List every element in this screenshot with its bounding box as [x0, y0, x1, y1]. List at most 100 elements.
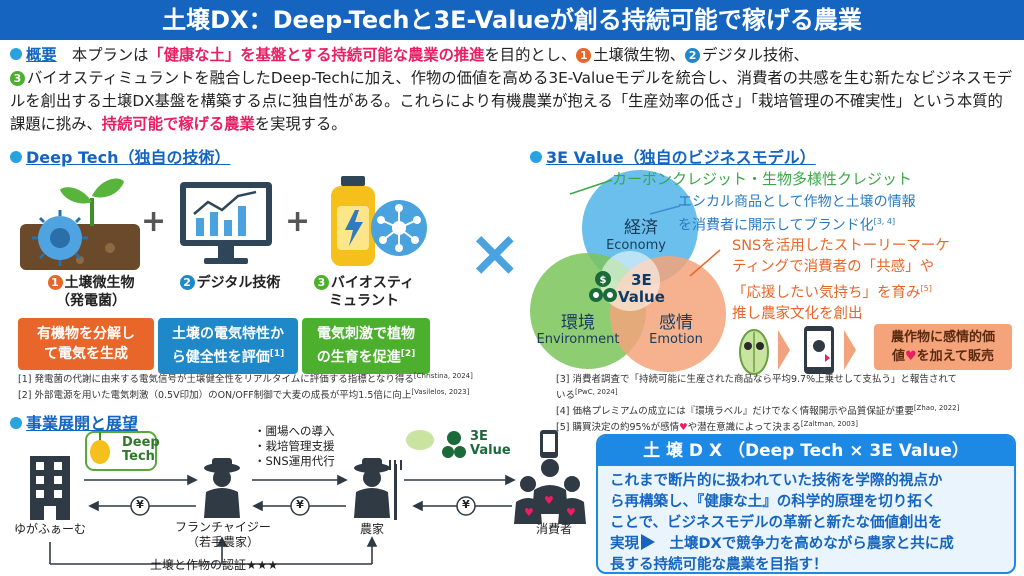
value-chain-graphic	[739, 326, 856, 375]
note-orange: SNSを活用したストーリーマーケティングで消費者の「共感」や「応援したい気持ち」…	[732, 236, 950, 325]
box-line: を加えて販売	[916, 349, 995, 364]
ref-cite: [Vasilelos, 2023]	[411, 388, 470, 397]
svg-text:$: $	[600, 275, 607, 286]
note-line: を消費者に開示してブランド化	[678, 217, 874, 234]
bullet-icon	[10, 417, 22, 429]
number-three-icon: 3	[313, 275, 329, 290]
dx-line: ら再構築し、『健康な土』の科学的原理を切り拓く	[610, 494, 937, 510]
desc-line: 電気刺激で植物	[317, 326, 415, 342]
svg-text:♥: ♥	[566, 506, 576, 519]
value3e-references: [3] 消費者調査で「持続可能に生産された商品なら平均9.7%上乗せして支払う」…	[556, 374, 1020, 434]
actor-line: （若手農家）	[186, 535, 259, 549]
box-line: 値	[891, 349, 905, 364]
overview-highlight: 持続可能で稼げる農業	[101, 115, 255, 133]
number-one-icon: 1	[576, 48, 592, 63]
arrow-icon	[778, 330, 790, 370]
yen-icon: ¥	[462, 498, 470, 511]
dx-line: これまで断片的に扱われていた技術を学際的視点か	[610, 473, 943, 489]
value3e-title: 3E Value（独自のビジネスモデル）	[546, 148, 816, 167]
value3e-logo-icon	[406, 430, 466, 458]
deeptech-title: Deep Tech（独自の技術）	[26, 148, 231, 167]
note-green: カーボンクレジット・生物多様性クレジット	[612, 170, 913, 188]
dx-summary-box: 土 壌 D X （Deep Tech × 3E Value） これまで断片的に扱…	[596, 434, 1016, 574]
yen-icon: ¥	[296, 498, 304, 511]
overview-text: 土壌微生物、	[593, 46, 686, 64]
ref-text: [2] 外部電源を用いた電気刺激（0.5V印加）のON/OFF制御で大麦の成長が…	[18, 390, 412, 402]
ref-cite: [PwC, 2024]	[575, 388, 618, 396]
venn-diagram	[530, 170, 726, 372]
annotation-lines	[569, 179, 721, 277]
desc-line: 土壌の電気特性か	[172, 326, 284, 342]
deeptech-heading: Deep Tech（独自の技術）	[10, 144, 231, 168]
svg-text:♥: ♥	[524, 506, 534, 519]
number-three-icon: 3	[10, 71, 25, 86]
environment-label-jp: 環境	[561, 313, 595, 333]
note-blue: エシカル商品として作物と土壌の情報を消費者に開示してブランド化[3, 4]	[678, 192, 916, 236]
service-item: ・栽培管理支援	[254, 439, 335, 453]
arrow-right-icon	[641, 534, 655, 550]
bullet-icon	[10, 151, 22, 163]
overview-text: バイオスティミュラントを融合したDeep-Techに加え、作物の価値を高める3E…	[10, 69, 1013, 133]
plus-sign: +	[285, 204, 311, 239]
desc-line: ら健全性を評価	[171, 349, 270, 366]
overview-text: 本プランは	[56, 46, 149, 64]
cross-sign: ×	[468, 217, 522, 291]
dx-line: ことで、ビジネスモデルの革新と新たな価値創出を	[610, 515, 943, 531]
heart-icon: ♥	[679, 422, 688, 434]
box-line: 農作物に感情的価	[890, 330, 995, 345]
ref-text: [5] 購買決定の約95%が感情	[556, 422, 680, 434]
dx-text: 実現	[610, 536, 639, 552]
actor-consumer: 消費者	[535, 522, 572, 536]
services-list: ・圃場への導入 ・栽培管理支援 ・SNS運用代行	[254, 424, 335, 469]
yen-icon: ¥	[136, 498, 144, 511]
deeptech-item-1-desc: 有機物を分解して電気を生成	[18, 318, 154, 370]
desc-line: て電気を生成	[44, 346, 128, 362]
emotion-label-en: Emotion	[649, 332, 703, 347]
plus-sign: +	[141, 204, 167, 239]
reference-4: [4] 価格プレミアムの成立には『環境ラベル』だけでなく情報開示や品質保証が重要…	[556, 402, 1020, 418]
citation-sup: [1]	[269, 349, 285, 359]
franchisee-farmer-icon	[204, 458, 240, 518]
item-sub: ミュラント	[329, 293, 399, 309]
center-3e: 3E	[631, 271, 652, 289]
overview-text: を目的とし、	[484, 46, 577, 64]
farmer-icon	[354, 458, 402, 520]
service-item: ・SNS運用代行	[254, 454, 335, 468]
overview-text: を実現する。	[254, 115, 347, 133]
value3e-heading: 3E Value（独自のビジネスモデル）	[530, 144, 816, 168]
service-item: ・圃場への導入	[254, 424, 335, 438]
dx-summary-head: 土 壌 D X （Deep Tech × 3E Value）	[598, 436, 1014, 466]
bullet-icon	[10, 48, 22, 60]
monitor-chart-icon	[180, 182, 272, 264]
economy-label-jp: 経済	[624, 218, 658, 238]
note-line: ティングで消費者の「共感」や	[732, 259, 935, 275]
coins-icon: $	[589, 271, 617, 302]
plant-soil-icon	[20, 178, 140, 270]
ref-text: [3] 消費者調査で「持続可能に生産された商品なら平均9.7%上乗せして支払う」…	[556, 374, 958, 385]
item-sub: （発電菌）	[56, 293, 126, 309]
dx-line: 実現 土壌DXで競争力を高めながら農家と共に成	[610, 534, 1002, 555]
dx-line: 長する持続可能な農業を目指す！	[610, 557, 828, 573]
ref-cite: [Zhao, 2022]	[913, 404, 960, 413]
biostimulant-bottle-icon	[331, 176, 427, 266]
emotion-label-jp: 感情	[659, 313, 693, 333]
overview-label: 概要	[26, 46, 57, 64]
note-line: 推し農家文化を創出	[732, 305, 863, 322]
company-building-icon	[30, 456, 70, 520]
desc-line: 有機物を分解し	[37, 326, 135, 342]
deeptech-item-3-desc: 電気刺激で植物の生育を促進[2]	[302, 318, 430, 374]
actor-company: ゆがふぁーむ	[13, 522, 86, 536]
deeptech-logo-icon	[85, 431, 157, 471]
emotional-value-box: 農作物に感情的価値♥を加えて販売	[874, 324, 1012, 370]
dx-text: 土壌DXで競争力を高めながら農家と共に成	[655, 536, 954, 552]
reference-2: [2] 外部電源を用いた電気刺激（0.5V印加）のON/OFF制御で大麦の成長が…	[18, 386, 558, 402]
ref-cite: [Zaltman, 2003]	[800, 420, 858, 429]
reference-1: [1] 発電菌の代謝に由来する電気信号が土壌健全性をリアルタイムに評価する指標と…	[18, 370, 558, 386]
actor-line: フランチャイジー	[175, 520, 271, 534]
logo-line: Value	[470, 443, 511, 458]
deeptech-references: [1] 発電菌の代謝に由来する電気信号が土壌健全性をリアルタイムに評価する指標と…	[18, 370, 558, 402]
